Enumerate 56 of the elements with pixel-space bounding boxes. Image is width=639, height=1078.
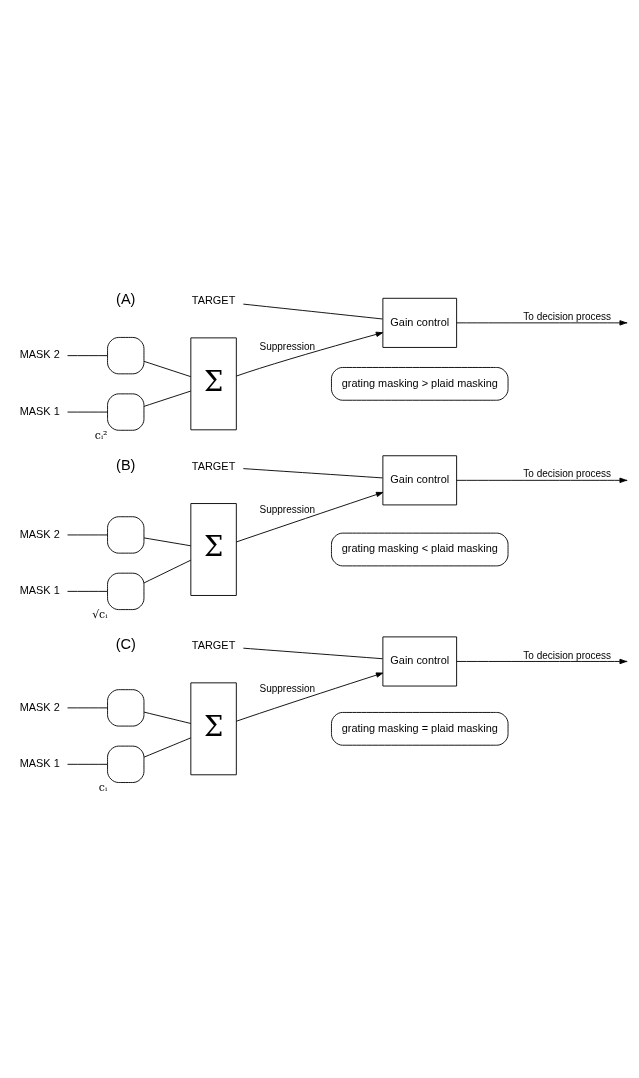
node-label: cᵢ² bbox=[94, 428, 108, 442]
edge-label: Suppression bbox=[259, 682, 316, 694]
arrow bbox=[236, 671, 384, 722]
node-text: MASK 1 bbox=[19, 404, 60, 417]
label: (C) bbox=[115, 635, 136, 652]
connector bbox=[67, 354, 108, 356]
node-box: Gain control bbox=[382, 635, 458, 686]
connector bbox=[67, 534, 108, 535]
arrow bbox=[235, 331, 384, 376]
arrow bbox=[456, 477, 627, 483]
node-box bbox=[107, 572, 145, 610]
edge-label: To decision process bbox=[523, 467, 612, 479]
edge-label: Suppression bbox=[259, 503, 316, 515]
connector bbox=[143, 559, 192, 583]
node-label: cᵢ bbox=[98, 780, 108, 794]
node-box: Σ bbox=[190, 681, 237, 775]
node-text: MASK 1 bbox=[19, 583, 60, 596]
node-box: Σ bbox=[190, 336, 237, 430]
node-box bbox=[107, 336, 145, 374]
arrow bbox=[456, 319, 627, 326]
edge-label: To decision process bbox=[523, 310, 612, 322]
node-text: TARGET bbox=[191, 638, 236, 651]
connector bbox=[143, 390, 192, 407]
node-text: MASK 2 bbox=[19, 347, 60, 360]
node-text: MASK 2 bbox=[19, 527, 60, 540]
node-box bbox=[107, 745, 145, 783]
connector bbox=[143, 536, 192, 546]
arrow bbox=[236, 491, 384, 542]
node-text: TARGET bbox=[191, 293, 236, 306]
node-text: MASK 2 bbox=[19, 700, 60, 713]
connector bbox=[143, 711, 192, 724]
node-text: MASK 1 bbox=[19, 756, 60, 769]
edge-label: Suppression bbox=[259, 340, 316, 352]
connector bbox=[67, 590, 108, 592]
connector bbox=[67, 706, 108, 708]
node-box: Gain control bbox=[382, 454, 458, 505]
node-box bbox=[107, 688, 145, 727]
node-box: Gain control bbox=[382, 297, 458, 348]
connector bbox=[67, 411, 108, 413]
connector bbox=[143, 360, 192, 377]
label: (A) bbox=[116, 290, 136, 307]
node-box: Σ bbox=[190, 502, 237, 596]
node-box bbox=[107, 392, 145, 431]
label: (B) bbox=[116, 456, 136, 473]
node-label: √cᵢ bbox=[92, 607, 108, 621]
node-box: grating masking < plaid masking bbox=[331, 532, 509, 566]
connector bbox=[242, 647, 383, 659]
node-box: grating masking = plaid masking bbox=[331, 711, 509, 746]
node-text: TARGET bbox=[191, 459, 236, 471]
connector bbox=[242, 467, 383, 478]
node-box bbox=[107, 515, 145, 554]
connector bbox=[67, 763, 108, 765]
connector bbox=[242, 303, 383, 319]
connector bbox=[143, 736, 192, 758]
node-box: grating masking > plaid masking bbox=[331, 366, 509, 401]
edge-label: To decision process bbox=[523, 649, 612, 661]
